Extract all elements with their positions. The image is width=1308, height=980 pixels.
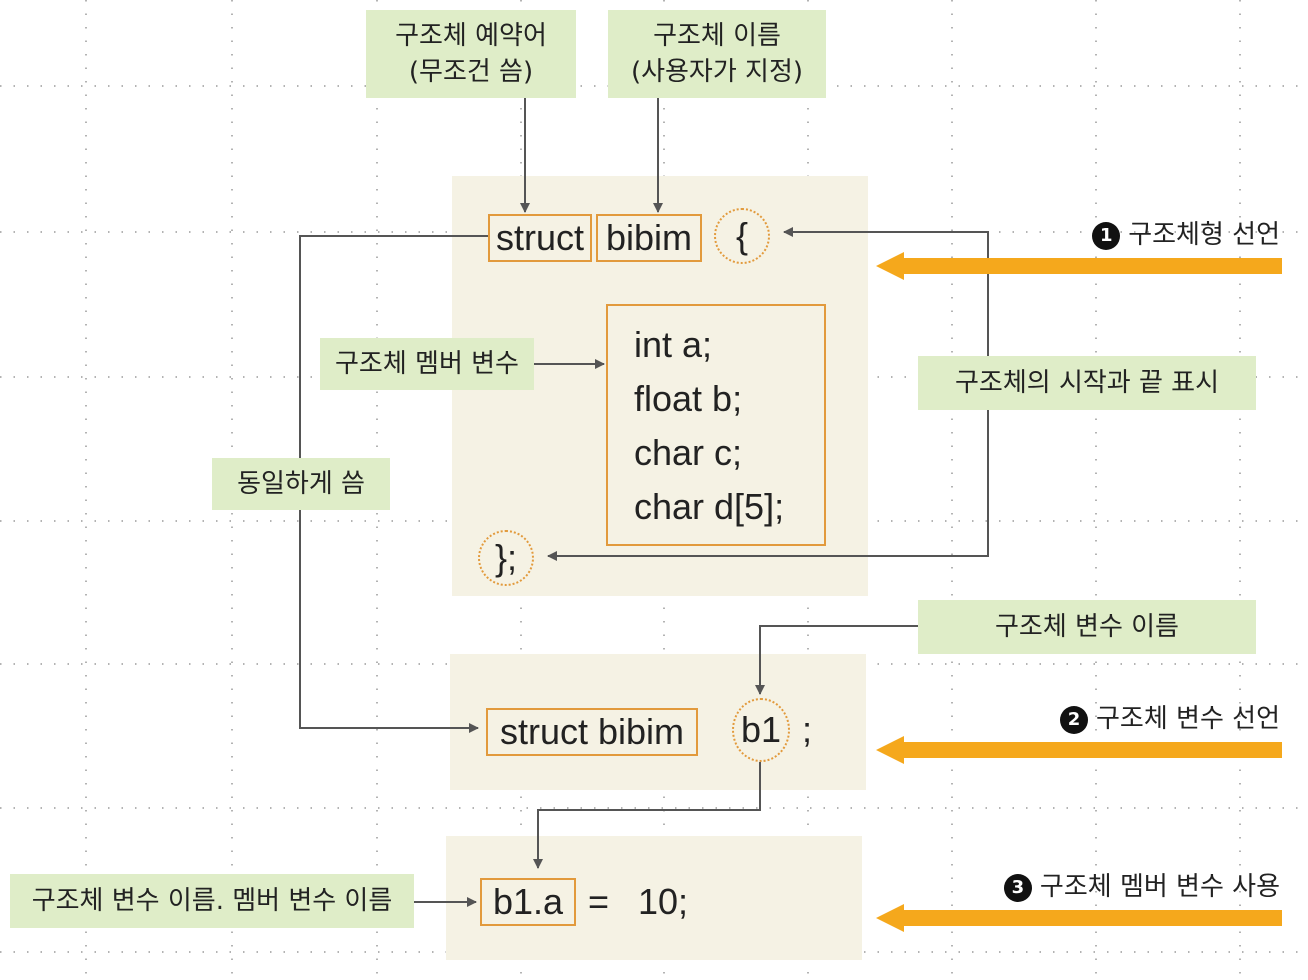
variable-name-circle: b1 [732,698,790,762]
member-usage-panel [446,836,862,960]
name-label: 구조체 이름 (사용자가 지정) [608,10,826,98]
member-line-1: int a; [634,324,713,365]
step-1-text: 구조체형 선언 [1128,220,1280,250]
open-brace-circle: { [714,208,770,264]
name-label-line1: 구조체 이름 [653,21,781,51]
member-access-box: b1.a [480,878,576,926]
declaration-type-box: struct bibim [486,708,698,756]
start-end-label: 구조체의 시작과 끝 표시 [918,356,1256,410]
step2-arrow [876,736,1282,764]
step-1-number-icon: 1 [1092,222,1121,250]
step-2-number-icon: 2 [1060,706,1089,734]
declaration-semicolon: ; [802,709,813,750]
close-brace-circle: }; [478,530,534,586]
var-name-label: 구조체 변수 이름 [918,600,1256,654]
member-line-4: char d[5]; [634,486,785,527]
step-2-text: 구조체 변수 선언 [1096,704,1280,734]
start-marker-arrow [783,227,989,360]
keyword-label: 구조체 예약어 (무조건 씀) [366,10,576,98]
member-variables-box: int a; float b; char c; char d[5]; [606,304,826,546]
same-label: 동일하게 씀 [212,458,390,510]
struct-keyword-box: struct [488,214,592,262]
assign-operator: = [588,881,610,922]
keyword-label-line1: 구조체 예약어 [395,21,547,51]
step1-arrow [876,252,1282,280]
end-marker-arrow [547,410,989,561]
member-label: 구조체 멤버 변수 [320,338,534,390]
name-label-line2: (사용자가 지정) [630,57,804,87]
var-name-arrow [755,625,918,695]
step-3-number-icon: 3 [1003,874,1032,902]
variable-declaration-panel [450,654,866,790]
step-3-text: 구조체 멤버 변수 사용 [1039,872,1280,902]
step3-arrow [876,904,1282,932]
struct-name-box: bibim [596,214,702,262]
member-access-label: 구조체 변수 이름. 멤버 변수 이름 [10,874,414,928]
b1-to-access-arrow [533,762,761,869]
member-line-3: char c; [634,432,743,473]
member-line-2: float b; [634,378,743,419]
keyword-label-line2: (무조건 씀) [408,57,534,87]
assign-value: 10; [638,881,689,922]
